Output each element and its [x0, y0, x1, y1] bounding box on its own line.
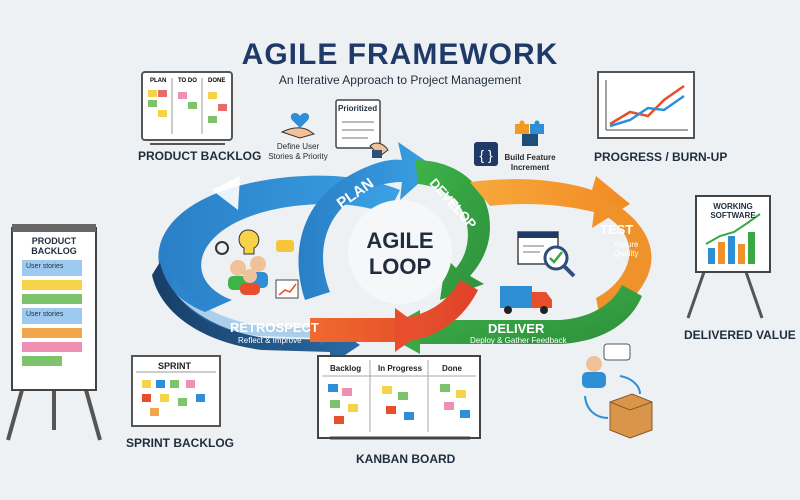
prioritized-text: Prioritized [338, 104, 378, 113]
delivered-value-label: DELIVERED VALUE [684, 328, 796, 342]
burnup-chart [597, 71, 695, 139]
kanban-board-label: KANBAN BOARD [356, 452, 456, 466]
working-software-text: WORKING SOFTWARE [710, 202, 756, 220]
working-software-easel [686, 195, 771, 319]
deliver-label: DELIVER [488, 321, 545, 336]
agile-loop-line1: AGILE [366, 228, 434, 253]
page-subtitle: An Iterative Approach to Project Managem… [278, 73, 522, 87]
right-loop-orange-arc [596, 195, 652, 318]
product-backlog-flipchart [6, 224, 102, 441]
develop-arrow [415, 160, 490, 300]
progress-burnup-label: PROGRESS / BURN-UP [594, 150, 728, 164]
agile-loop-label: AGILE LOOP [352, 228, 448, 280]
retrospect-label: RETROSPECT [230, 320, 319, 335]
kanban-col-done: Done [442, 364, 462, 373]
hand-heart-icon [280, 113, 316, 139]
deliver-sublabel: Deploy & Gather Feedback [470, 336, 567, 345]
plan-arrow [298, 142, 436, 300]
test-label: TEST [600, 222, 634, 237]
code-review-icon [517, 231, 576, 278]
top-board-col-done: DONE [208, 78, 226, 84]
test-arrow [470, 176, 630, 228]
top-backlog-board [141, 71, 233, 145]
svg-text:{ }: { } [479, 147, 493, 163]
build-feature-text: Build Feature Increment [504, 153, 556, 172]
top-board-col-todo: TO DO [178, 78, 197, 84]
lego-blocks-icon [515, 120, 544, 146]
agile-loop-line2: LOOP [368, 254, 432, 279]
sprint-board-header: SPRINT [158, 361, 192, 371]
product-backlog-label: PRODUCT BACKLOG [138, 149, 262, 163]
code-braces-icon: { } [474, 142, 498, 166]
left-loop-blue-arc [158, 175, 400, 312]
flipchart-item-2: User stories [26, 311, 64, 318]
sprint-backlog-label: SPRINT BACKLOG [126, 436, 234, 450]
prioritized-clipboard [335, 99, 389, 158]
deliver-red-arrow [310, 280, 478, 342]
deliver-arrow [420, 285, 642, 344]
top-board-col-plan: PLAN [150, 78, 167, 84]
test-sublabel: Assure Quality [613, 240, 639, 258]
delivery-truck-icon [500, 286, 552, 314]
retrospect-arrow [152, 262, 360, 365]
flipchart-title: PRODUCT BACKLOG [31, 236, 77, 256]
sprint-board [131, 355, 221, 427]
customer-feedback-icon [582, 343, 653, 439]
agile-loop-center [348, 200, 452, 304]
plan-arrowhead [212, 176, 240, 210]
flipchart-item-1: User stories [26, 263, 64, 270]
team-ideas-icon [215, 229, 299, 299]
kanban-col-in-progress: In Progress [378, 364, 423, 373]
kanban-board [317, 355, 481, 440]
retrospect-sublabel: Reflect & Improve [238, 336, 302, 345]
define-user-stories-text: Define User Stories & Priority [268, 142, 328, 161]
page-title: AGILE FRAMEWORK [241, 38, 559, 71]
kanban-col-backlog: Backlog [330, 364, 362, 373]
